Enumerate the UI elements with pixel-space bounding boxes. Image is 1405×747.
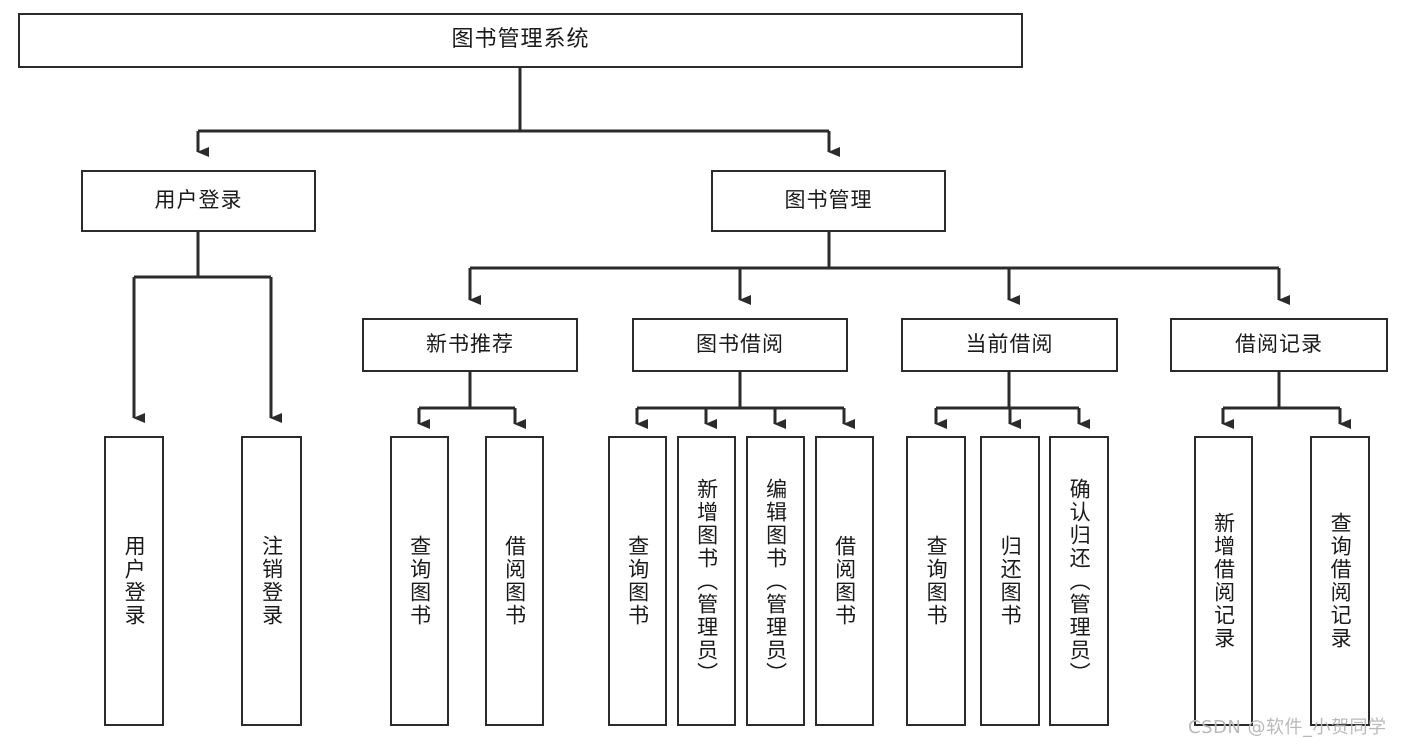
- node-user-login[interactable]: 用户登录: [81, 170, 316, 232]
- node-book-borrow[interactable]: 图书借阅: [632, 318, 848, 372]
- leaf-add-borrow-record[interactable]: 新增借阅记录: [1194, 436, 1253, 726]
- leaf-user-login[interactable]: 用户登录: [104, 436, 164, 726]
- leaf-edit-book-admin[interactable]: 编辑图书（管理员）: [746, 436, 805, 726]
- leaf-query-borrow-record[interactable]: 查询借阅记录: [1310, 436, 1370, 726]
- leaf-add-book-admin[interactable]: 新增图书（管理员）: [677, 436, 736, 726]
- leaf-confirm-return-admin[interactable]: 确认归还（管理员）: [1049, 436, 1109, 726]
- leaf-return-book[interactable]: 归还图书: [980, 436, 1040, 726]
- node-current-borrow[interactable]: 当前借阅: [901, 318, 1118, 372]
- leaf-query-book-current[interactable]: 查询图书: [906, 436, 966, 726]
- leaf-query-book-new[interactable]: 查询图书: [390, 436, 449, 726]
- leaf-logout-login[interactable]: 注销登录: [241, 436, 302, 726]
- node-root-system[interactable]: 图书管理系统: [18, 13, 1023, 68]
- csdn-watermark: CSDN @软件_小贺同学: [1188, 717, 1387, 738]
- leaf-borrow-book-new[interactable]: 借阅图书: [485, 436, 544, 726]
- node-new-book-recommend[interactable]: 新书推荐: [362, 318, 578, 372]
- node-book-management[interactable]: 图书管理: [711, 170, 946, 232]
- leaf-borrow-book[interactable]: 借阅图书: [815, 436, 874, 726]
- leaf-query-book-borrow[interactable]: 查询图书: [608, 436, 667, 726]
- node-borrow-record[interactable]: 借阅记录: [1170, 318, 1388, 372]
